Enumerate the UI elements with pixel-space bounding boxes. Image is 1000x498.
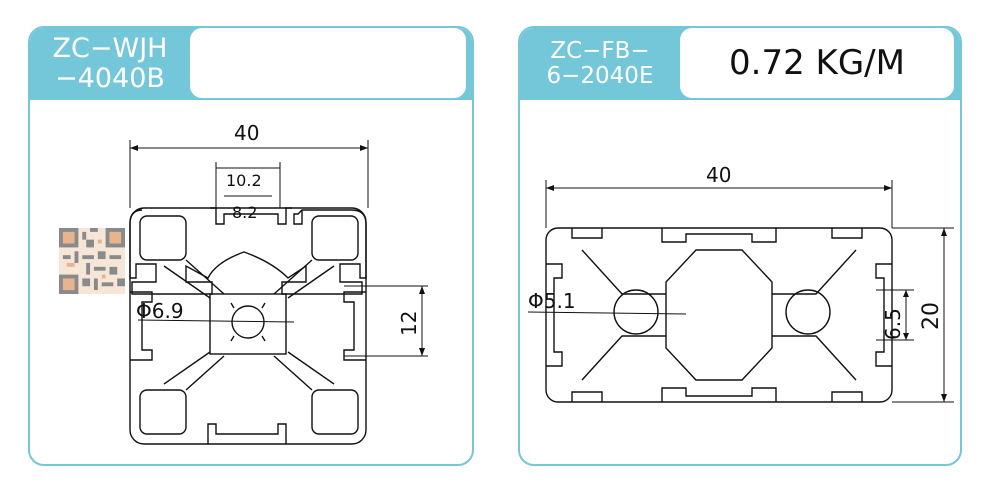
right-hole [785, 289, 831, 335]
model-code: ZC−FB− 6−2040E [520, 28, 680, 100]
profile-2040-drawing: 40 20 6.5 Φ5.1 [527, 163, 954, 403]
center-cavity [665, 249, 773, 381]
profile-card-4040b: ZC−WJH −4040B [28, 26, 474, 466]
model-code-line1: ZC−FB− [550, 37, 650, 64]
model-code-line1: ZC−WJH [52, 33, 168, 65]
center-hole-keys [230, 302, 266, 342]
top-slot [210, 207, 292, 225]
web-right-bottom [772, 335, 857, 381]
bottom-slot-left [571, 391, 603, 402]
web-tl [163, 259, 225, 299]
weight-value-box [190, 28, 466, 98]
dim-height-label: 20 [919, 302, 944, 330]
top-slot-center [661, 228, 777, 243]
outer-frame [545, 227, 893, 403]
dim-hole-label: Φ5.1 [528, 289, 576, 313]
slot-left [130, 291, 153, 361]
bottom-slot-right [831, 391, 863, 402]
cavity-top-right [311, 215, 359, 261]
web-left-bottom [581, 335, 666, 381]
web-br [273, 351, 335, 391]
web-left-top [581, 249, 666, 295]
cavity-top-left [139, 215, 187, 261]
web-right-top [772, 249, 857, 295]
weight-value: 0.72 KG/M [729, 43, 905, 83]
dim-slot-outer-label: 10.2 [226, 171, 262, 190]
dim-width-label: 40 [706, 163, 731, 187]
profile-card-2040e: ZC−FB− 6−2040E 0.72 KG/M [518, 26, 962, 466]
weight-value-box: 0.72 KG/M [680, 28, 954, 98]
dim-hole-label: Φ6.9 [136, 299, 184, 323]
top-slot-left [571, 228, 603, 239]
cavity-bottom-left [139, 389, 187, 435]
slot-bottom [207, 423, 287, 444]
model-code-line2: 6−2040E [546, 63, 654, 89]
dim-slot-gap-label: 12 [397, 311, 421, 336]
bottom-slot-center [661, 387, 777, 402]
left-hole [613, 289, 659, 335]
dim-width-label: 40 [234, 121, 259, 145]
top-slot-right [831, 228, 863, 239]
cavity-bottom-right [311, 389, 359, 435]
slot-right [875, 263, 892, 367]
watermark-qr-code [59, 228, 125, 294]
model-code: ZC−WJH −4040B [30, 28, 190, 100]
web-tr [273, 259, 335, 299]
profile-outline [129, 209, 367, 295]
outer-frame [129, 207, 367, 445]
dim-hole-leader [527, 311, 687, 315]
slot-right [343, 291, 366, 361]
web-bl [163, 351, 225, 391]
dim-slot-label: 6.5 [881, 308, 905, 340]
profile-4040-drawing: 40 10.2 8.2 Φ6.9 12 [129, 121, 428, 445]
model-code-line2: −4040B [55, 63, 165, 94]
dim-hole-leader [137, 319, 295, 323]
slot-left [546, 263, 563, 367]
center-core [209, 293, 287, 355]
dim-slot-inner-label: 8.2 [232, 203, 257, 222]
